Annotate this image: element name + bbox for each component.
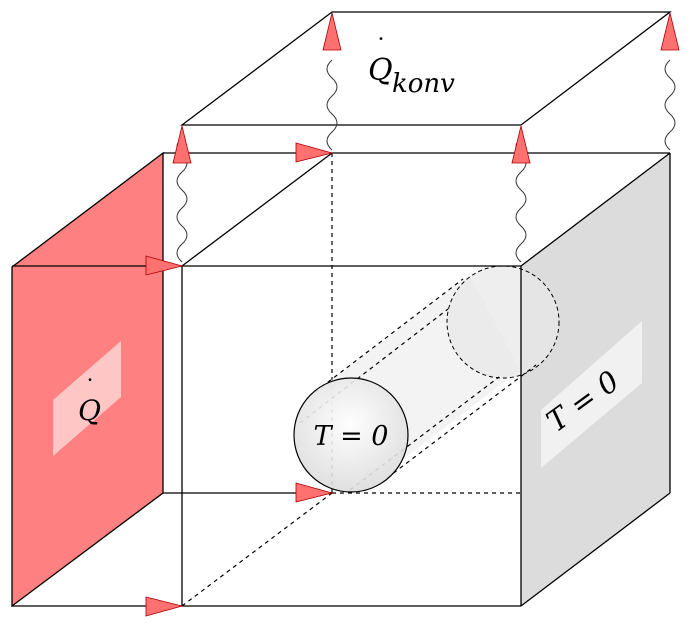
cylinder-inner-line-2 [349,376,500,491]
heat-input-label: Q [78,394,101,427]
wall-label-panel [541,321,642,468]
cylinder-generator-top [314,278,464,393]
cylinder-inner-line-1 [299,308,449,424]
convection-label: Q [368,53,393,88]
convection-arrow-up-4 [660,12,680,51]
heat-flow-arrow-top-back [295,142,334,163]
cylinder-near-end [293,377,409,493]
convection-plane [180,11,672,126]
heat-flow-arrow-top-front [145,255,184,276]
convection-label-sub: konv [392,69,455,99]
heat-flow-arrow-bottom-back [295,482,334,503]
convection-arrow-up-2 [511,125,531,164]
hidden-edge-bottom-diagonal [181,492,333,607]
convection-arrow-up-1 [172,125,192,164]
top-right-diagonal [520,152,671,267]
heat-input-dot: ˙ [84,375,96,403]
top-left-diagonal [181,152,333,267]
convection-wave-4 [664,59,676,151]
convection-arrow-up-3 [322,12,342,51]
convection-dot: ˙ [375,34,387,62]
cylinder-temperature-label: T = 0 [314,421,389,452]
convection-wave-3 [326,59,338,151]
cylinder-generator-bottom [386,364,537,479]
cylinder-far-end [446,265,560,379]
heat-flow-arrow-bottom-front [145,596,184,617]
bottom-right-diagonal [520,492,671,607]
heat-label-panel [53,341,121,456]
